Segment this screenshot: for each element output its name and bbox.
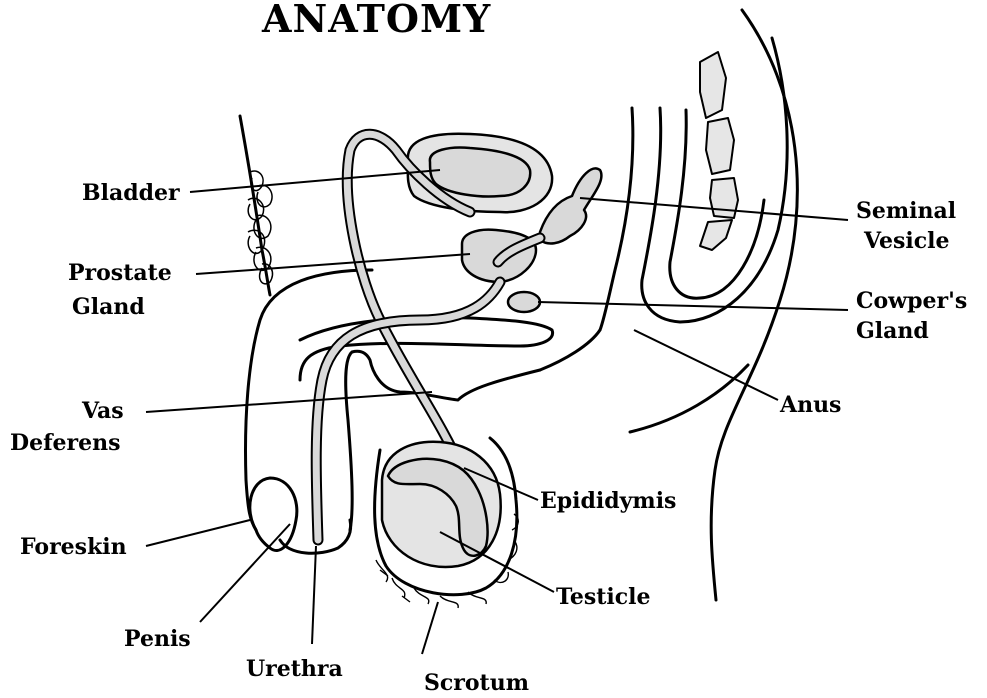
foreskin-outline [250, 478, 297, 550]
label-cowpers-line2: Gland [856, 318, 929, 344]
leader-cowpers [538, 302, 848, 310]
label-foreskin: Foreskin [20, 534, 127, 560]
pubic-hair [248, 171, 272, 284]
leader-bladder [190, 170, 440, 192]
label-cowpers-line1: Cowper's [856, 288, 967, 314]
label-prostate-line1: Prostate [68, 260, 172, 286]
label-anus: Anus [779, 392, 841, 418]
label-seminal-line1: Seminal [856, 198, 956, 224]
leader-foreskin [146, 520, 250, 546]
label-scrotum: Scrotum [424, 670, 529, 696]
label-urethra: Urethra [246, 656, 343, 682]
leader-vas [146, 392, 432, 412]
rectum-outer-wall [600, 108, 633, 330]
diagram-title: ANATOMY [261, 0, 491, 41]
leader-scrotum [422, 602, 438, 654]
buttock-outline [540, 330, 600, 370]
leader-urethra [312, 546, 316, 644]
label-penis: Penis [124, 626, 191, 652]
label-testicle: Testicle [556, 584, 651, 610]
label-vas-line1: Vas [81, 398, 124, 424]
cowpers-gland-shape [508, 292, 540, 312]
label-vas-line2: Deferens [10, 430, 121, 456]
leader-penis [200, 524, 290, 622]
label-bladder: Bladder [82, 180, 180, 206]
label-prostate-line2: Gland [72, 294, 145, 320]
label-seminal-line2: Vesicle [863, 228, 950, 254]
vertebrae [700, 52, 738, 250]
leader-prostate [196, 254, 470, 274]
label-epididymis: Epididymis [540, 488, 676, 514]
